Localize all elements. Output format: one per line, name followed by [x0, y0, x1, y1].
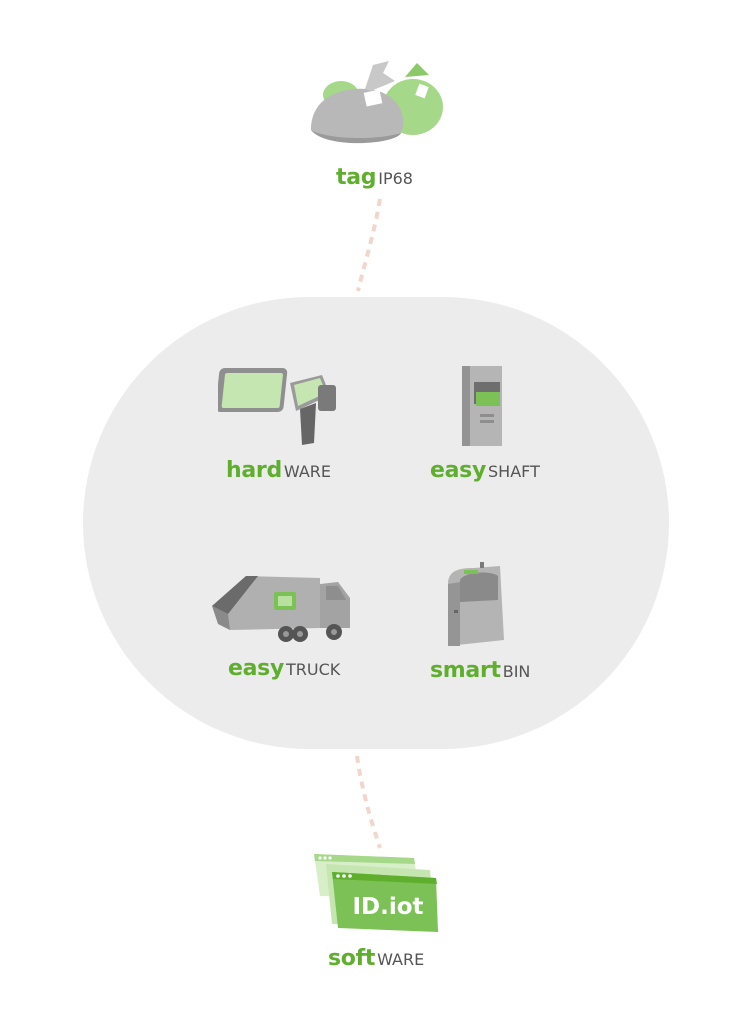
tag-suffix: IP68 — [378, 169, 413, 188]
connector-top — [356, 198, 382, 292]
software-brand: soft — [328, 946, 376, 971]
waste-shaft-icon — [462, 366, 502, 446]
smart-bin-icon — [448, 562, 504, 646]
easyshaft-suffix: SHAFT — [488, 462, 540, 481]
hardware-panel — [83, 297, 669, 749]
software-suffix: WARE — [377, 950, 425, 969]
garbage-truck-icon — [212, 576, 350, 642]
easytruck-suffix: TRUCK — [286, 660, 341, 679]
id-iot-logo-text: ID.iot — [352, 894, 423, 920]
smartbin-brand: smart — [430, 658, 501, 683]
hardware-suffix: WARE — [283, 462, 332, 481]
browser-windows-icon: ID.iot — [314, 854, 438, 932]
easytruck-brand: easy — [228, 656, 285, 681]
tablet-scanner-icon — [218, 368, 336, 445]
connector-bottom — [355, 755, 382, 849]
hardware-brand: hard — [226, 458, 282, 483]
tag-brand: tag — [336, 165, 377, 190]
easyshaft-brand: easy — [430, 458, 487, 483]
waste-bags-icon — [311, 61, 443, 144]
smartbin-suffix: BIN — [502, 662, 531, 681]
